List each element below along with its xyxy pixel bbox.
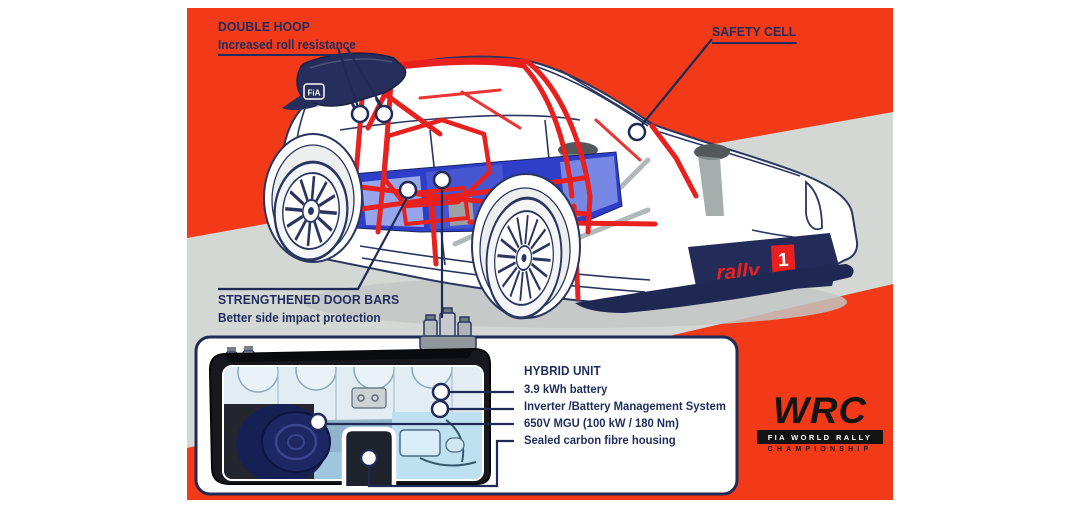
callout-safety-cell: SAFETY CELL xyxy=(712,23,797,44)
marker-safety-cell xyxy=(627,122,647,142)
rally1-number: 1 xyxy=(777,250,789,272)
callout-hybrid-unit: HYBRID UNIT 3.9 kWh battery Inverter /Ba… xyxy=(524,364,726,449)
hybrid-item-battery: 3.9 kWh battery xyxy=(524,382,608,397)
callout-double-hoop: DOUBLE HOOP Increased roll resistance xyxy=(218,19,356,57)
callout-door-bars: STRENGTHENED DOOR BARS Better side impac… xyxy=(218,292,400,325)
callout-lines xyxy=(218,38,713,488)
safety-cell-title: SAFETY CELL xyxy=(712,24,797,44)
hood-shadow-leg xyxy=(698,156,724,216)
door-bars-title: STRENGTHENED DOOR BARS xyxy=(218,292,400,307)
car-illustration: FiA rally 1 xyxy=(263,52,859,320)
fia-badge-text: FiA xyxy=(308,89,321,98)
battery-terminal xyxy=(227,347,236,353)
door-bars-subtitle: Better side impact protection xyxy=(218,310,381,325)
hybrid-item-mgu: 650V MGU (100 kW / 180 Nm) xyxy=(524,416,679,431)
double-hoop-subtitle: Increased roll resistance xyxy=(218,38,356,57)
front-wheel xyxy=(485,196,563,320)
unit-housing-top xyxy=(224,349,474,362)
marker-inverter xyxy=(430,399,450,419)
wrc-logo-bar: FIA WORLD RALLY xyxy=(757,430,883,445)
rear-wheel xyxy=(273,160,349,262)
rally1-number-box xyxy=(771,244,796,273)
wrc-wordmark: WRC xyxy=(772,390,868,431)
marker-housing xyxy=(359,448,379,468)
marker-mgu xyxy=(308,412,328,432)
battery-terminal xyxy=(244,346,253,352)
marker-double-hoop-b xyxy=(374,104,394,124)
hood-shadow-pad xyxy=(694,144,730,160)
marker-double-hoop-a xyxy=(350,104,370,124)
hybrid-item-inverter: Inverter /Battery Management System xyxy=(524,399,726,414)
marker-battery xyxy=(431,382,451,402)
marker-hybrid-location xyxy=(432,170,452,190)
wrc-logo: WRC FIA WORLD RALLY CHAMPIONSHIP xyxy=(757,390,883,454)
hybrid-item-housing: Sealed carbon fibre housing xyxy=(524,433,676,448)
callout-markers xyxy=(308,104,647,468)
double-hoop-title: DOUBLE HOOP xyxy=(218,19,311,34)
fia-badge xyxy=(303,83,325,100)
marker-door-bars xyxy=(398,180,418,200)
headlight xyxy=(805,180,823,231)
front-splitter xyxy=(575,264,854,313)
wrc-logo-championship: CHAMPIONSHIP xyxy=(767,446,873,454)
hybrid-unit-title: HYBRID UNIT xyxy=(524,364,601,378)
